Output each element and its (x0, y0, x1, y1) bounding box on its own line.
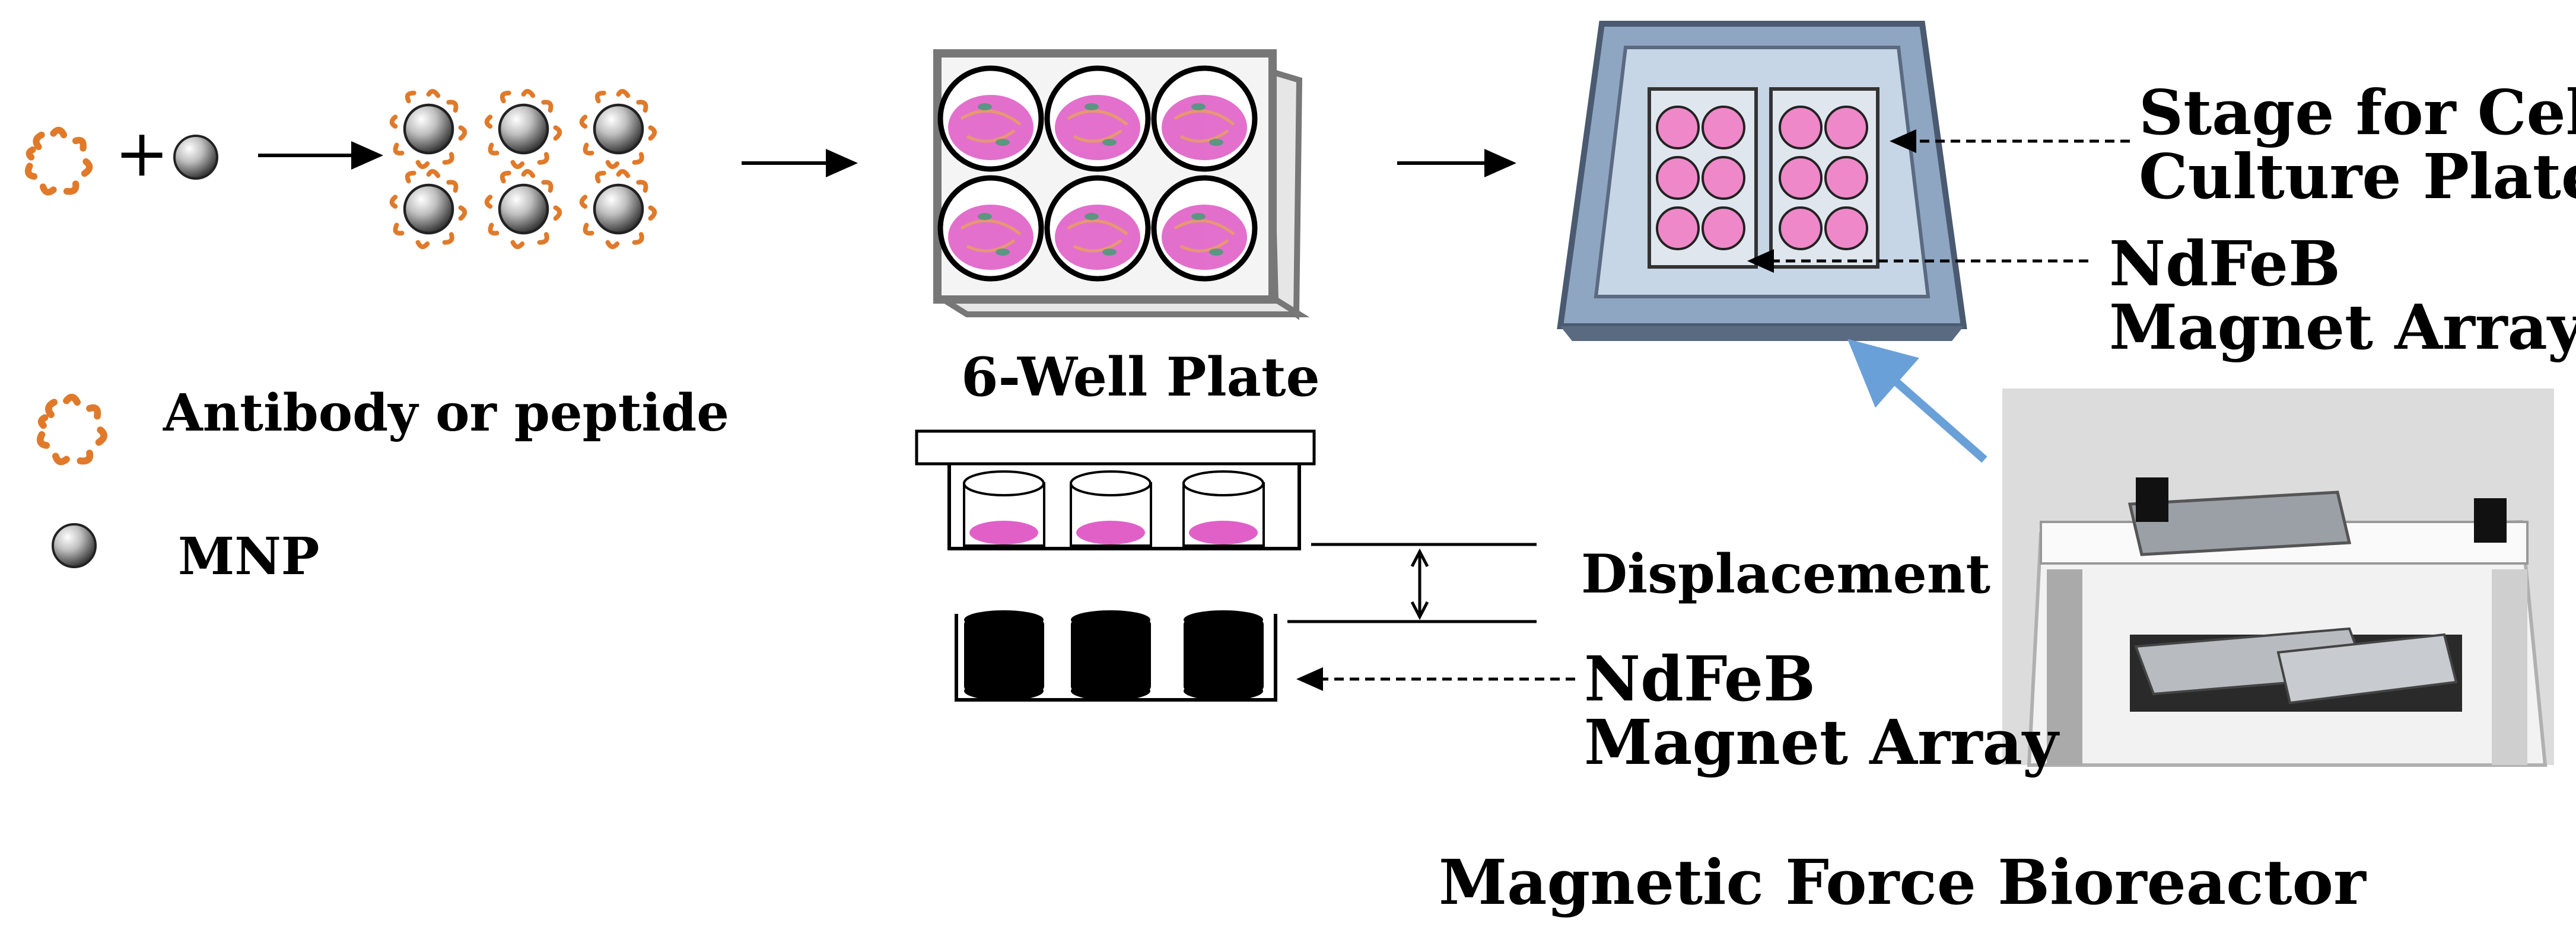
stage-label-line2: Culture Plate (2139, 140, 2576, 213)
stage-label-line1: Stage for Cell (2139, 76, 2576, 149)
displacement-label: Displacement (1581, 543, 1990, 606)
mnp-icon (173, 135, 218, 180)
antibody-legend-label: Antibody or peptide (163, 383, 730, 443)
six-well-plate (933, 49, 1310, 320)
magnet-bottom-label-line2: Magnet Array (1584, 706, 2059, 779)
side-view-schematic (915, 429, 1575, 702)
mnp-legend-icon (52, 523, 97, 568)
antibody-icon (28, 130, 90, 192)
magnet-bottom-label-line1: NdFeB (1584, 642, 1815, 715)
mnp-legend-label: MNP (178, 527, 320, 587)
magnet-top-label-line2: Magnet Array (2109, 291, 2576, 364)
antibody-legend-icon (40, 397, 104, 462)
blue-arrow-icon (1847, 339, 1987, 463)
plus-sign: + (115, 115, 170, 191)
well-plate-label: 6-Well Plate (961, 346, 1320, 409)
bioreactor-caption: Magnetic Force Bioreactor (1439, 846, 2366, 919)
conjugate-grid (392, 91, 655, 247)
bioreactor-top-view (1557, 21, 1967, 341)
magnet-icon (964, 610, 1264, 700)
magnet-top-label-line1: NdFeB (2109, 227, 2340, 300)
bioreactor-photo (2002, 388, 2554, 767)
